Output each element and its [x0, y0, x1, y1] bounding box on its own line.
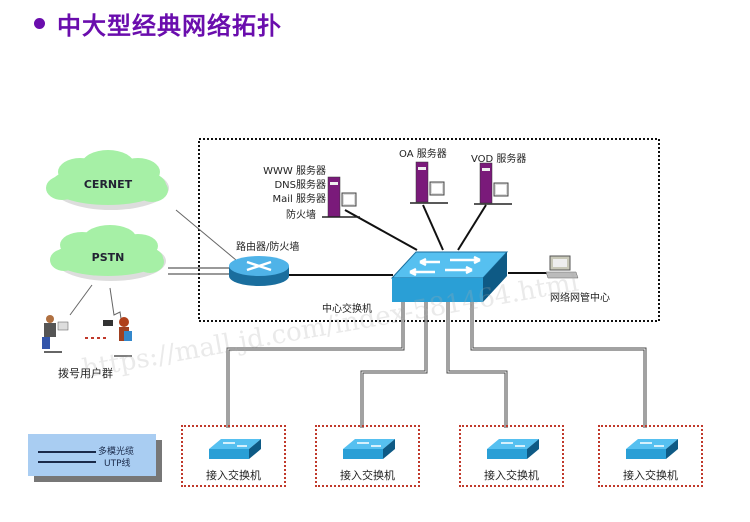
dialup-label: 拨号用户群 [58, 367, 113, 380]
access-switch-label: 接入交换机 [340, 469, 395, 482]
www-server-label: WWW 服务器 [263, 166, 326, 177]
datacenter-boundary [198, 138, 660, 322]
bullet-icon [34, 18, 45, 29]
page-title: 中大型经典网络拓扑 [34, 6, 282, 41]
cernet-cloud [46, 150, 169, 210]
access-switch-icon [487, 439, 539, 459]
router-icon [229, 256, 289, 286]
dialup-user-2-icon [103, 317, 132, 357]
access-switch-icon [343, 439, 395, 459]
access-switch-1: 接入交换机 [181, 425, 286, 487]
oa-server-icon [410, 161, 448, 204]
oa-server-label: OA 服务器 [399, 149, 447, 160]
access-switch-label: 接入交换机 [206, 469, 261, 482]
pstn-user1-link [69, 284, 93, 316]
www-core-link [344, 209, 418, 251]
router-label: 路由器/防火墙 [236, 242, 300, 253]
pstn-cloud [50, 225, 166, 281]
legend-fiber-label: 多模光缆 [98, 447, 135, 457]
core-switch-label: 中心交换机 [322, 304, 372, 315]
fiber-line-icon [38, 451, 96, 453]
access-switch-4: 接入交换机 [598, 425, 703, 487]
dns-server-label: DNS服务器 [274, 180, 326, 191]
legend-utp-label: UTP线 [104, 459, 131, 469]
www-dns-mail-server-icon [322, 176, 360, 218]
pstn-label: PSTN [91, 251, 125, 264]
cernet-router-link [175, 209, 237, 261]
legend: 多模光缆 UTP线 [28, 434, 156, 476]
mail-server-label: Mail 服务器 [272, 194, 327, 205]
firewall-label: 防火墙 [286, 210, 316, 221]
vod-server-icon [474, 162, 512, 205]
core-switch-icon [390, 251, 509, 302]
access-switch-label: 接入交换机 [623, 469, 678, 482]
access-switch-2: 接入交换机 [315, 425, 420, 487]
utp-line-icon [38, 461, 96, 463]
oa-core-link [422, 204, 444, 251]
access-switch-3: 接入交换机 [459, 425, 564, 487]
dialup-user-1-icon [42, 315, 69, 353]
vod-core-link [457, 204, 487, 251]
access-switch-icon [626, 439, 678, 459]
vod-server-label: VOD 服务器 [471, 154, 527, 165]
title-text: 中大型经典网络拓扑 [57, 12, 282, 40]
access-switch-icon [209, 439, 261, 459]
access-switch-label: 接入交换机 [484, 469, 539, 482]
nms-pc-icon [545, 255, 579, 279]
nms-label: 网络网管中心 [550, 293, 610, 304]
dialup-dots [85, 337, 106, 339]
cernet-label: CERNET [83, 178, 133, 191]
